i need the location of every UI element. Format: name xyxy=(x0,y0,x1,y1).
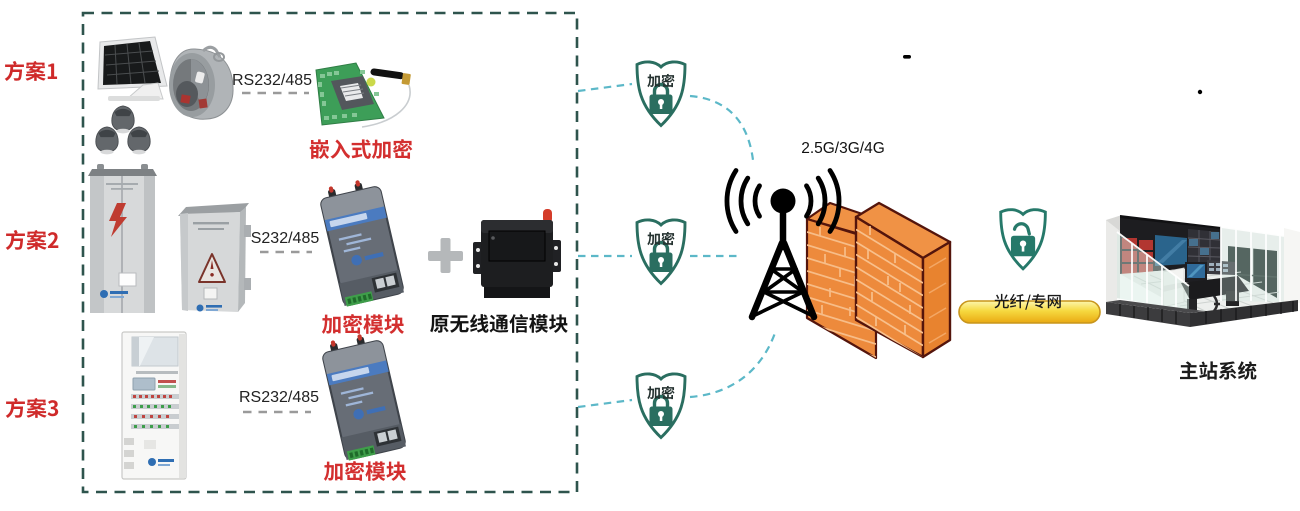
svg-text:S232/485: S232/485 xyxy=(251,230,320,247)
svg-text:RS232/485: RS232/485 xyxy=(232,72,312,89)
svg-text:2.5G/3G/4G: 2.5G/3G/4G xyxy=(801,140,885,157)
svg-text:RS232/485: RS232/485 xyxy=(239,389,319,406)
